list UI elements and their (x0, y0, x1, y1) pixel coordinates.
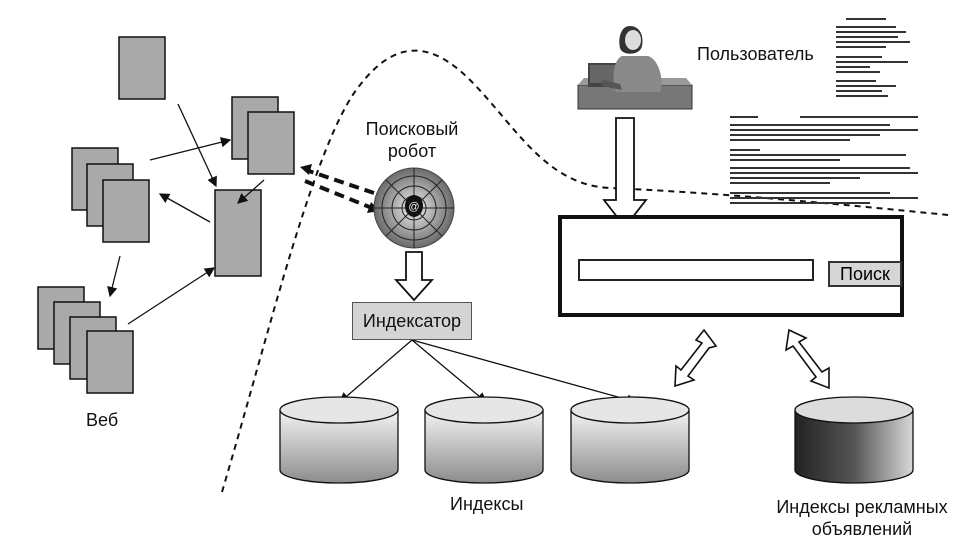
web-links (107, 103, 265, 325)
web-page (118, 36, 166, 100)
search-input[interactable] (578, 259, 814, 281)
user-label: Пользователь (697, 44, 814, 64)
search-box: Поиск (558, 215, 904, 317)
web-page (214, 189, 262, 277)
crawler-label: Поисковый робот (365, 119, 459, 161)
spider-web-icon: @ (373, 167, 455, 249)
svg-text:@: @ (408, 201, 419, 213)
boundary-curve (221, 49, 949, 493)
arrow-user-to-search (602, 117, 648, 229)
index-cylinder (424, 396, 544, 484)
web-pages (37, 36, 295, 394)
indexes-label: Индексы (450, 494, 524, 514)
crawler-fetch-arrows (304, 168, 375, 210)
search-button[interactable]: Поиск (828, 261, 902, 287)
web-label: Веб (86, 410, 119, 430)
index-cylinder (570, 396, 690, 484)
web-page (102, 179, 150, 243)
ad-index-cylinder (794, 396, 914, 484)
arrow-crawler-to-indexer (393, 251, 435, 302)
search-results-thumbnail (730, 18, 918, 204)
double-arrow-search-ads (784, 328, 830, 390)
person-at-computer-icon (577, 26, 693, 110)
indexer-box: Индексатор (352, 302, 472, 340)
web-page (247, 111, 295, 175)
double-arrow-search-indexes (674, 328, 718, 388)
web-page (86, 330, 134, 394)
index-cylinder (279, 396, 399, 484)
ad-indexes-label: Индексы рекламных объявлений (776, 497, 948, 539)
